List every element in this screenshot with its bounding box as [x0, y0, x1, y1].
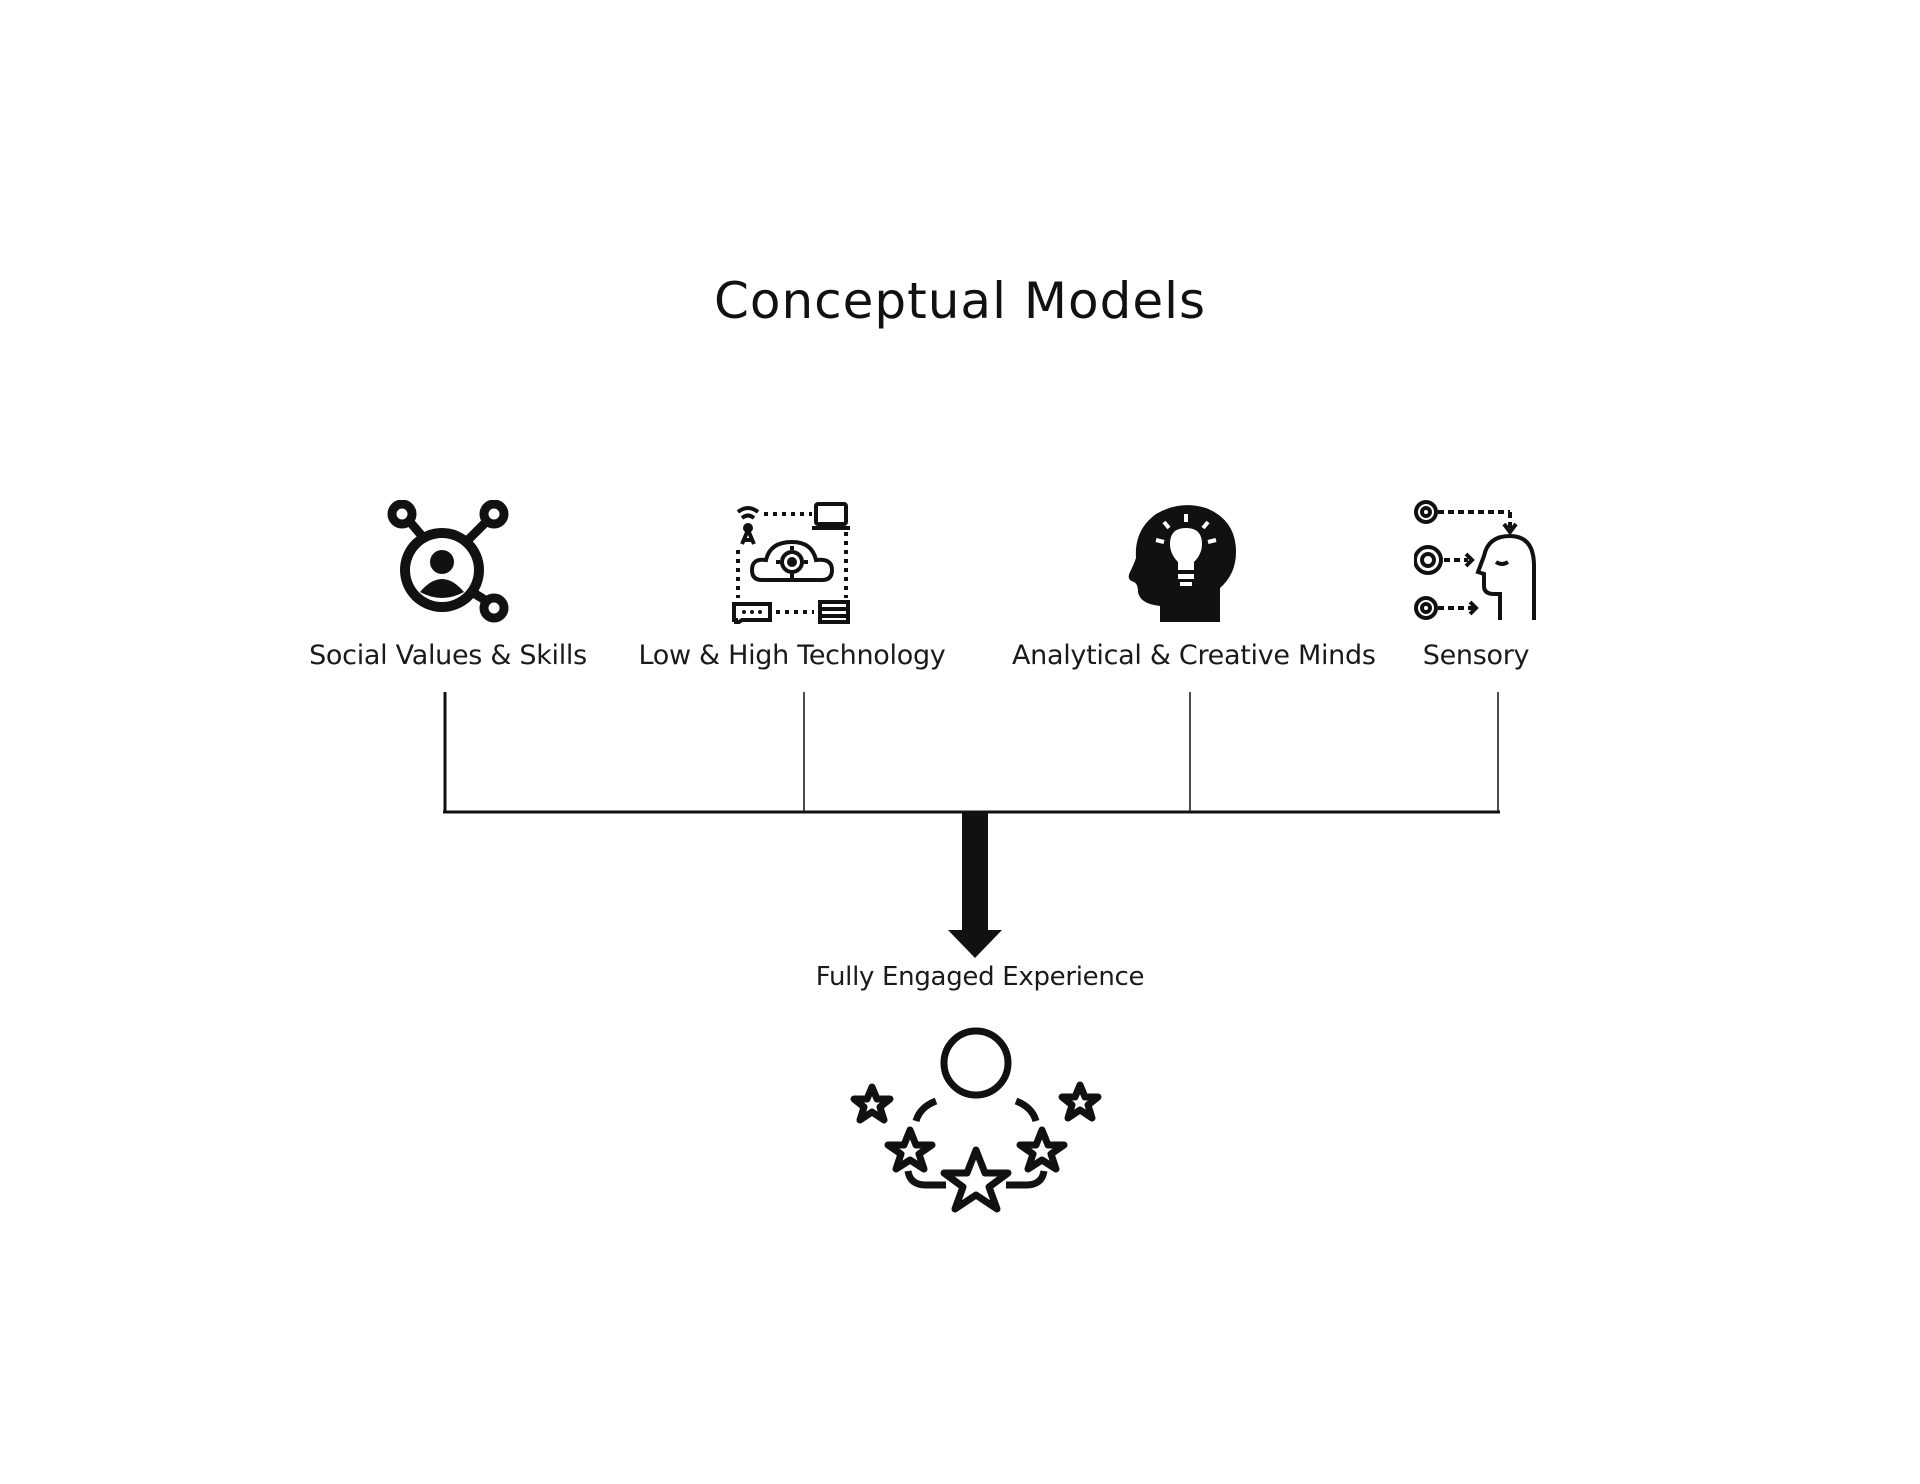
technology-cloud-icon — [732, 502, 850, 624]
sensory-head-icon — [1414, 500, 1536, 620]
node-label: Low & High Technology — [638, 640, 946, 671]
head-lightbulb-icon — [1128, 505, 1236, 622]
arrow-shaft — [962, 812, 988, 932]
node-label: Sensory — [1422, 640, 1530, 671]
social-network-icon — [387, 500, 509, 623]
person-stars-icon — [850, 1027, 1102, 1213]
diagram-title: Conceptual Models — [713, 272, 1207, 330]
arrow-down-icon — [948, 930, 1002, 958]
node-social-values: Social Values & Skills — [278, 500, 618, 671]
node-label: Analytical & Creative Minds — [1012, 640, 1376, 671]
node-sensory: Sensory — [1306, 500, 1646, 671]
node-analytical-creative: Analytical & Creative Minds — [1012, 500, 1376, 671]
node-technology: Low & High Technology — [622, 500, 962, 671]
node-label: Social Values & Skills — [309, 640, 587, 671]
outcome-label: Fully Engaged Experience — [815, 962, 1145, 992]
